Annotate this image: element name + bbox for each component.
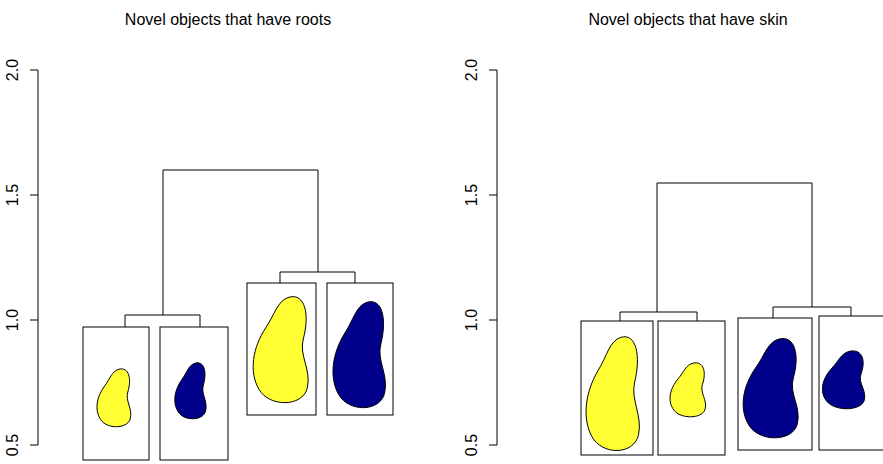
- axis-tick-label: 2.0: [464, 59, 480, 81]
- panel-title: Novel objects that have roots: [125, 12, 331, 28]
- axis-tick-label: 1.5: [464, 184, 480, 206]
- axis-tick-label: 1.5: [5, 184, 21, 206]
- panel-title: Novel objects that have skin: [588, 12, 787, 28]
- leaf-boxes: [83, 283, 883, 460]
- novel-objects: [97, 297, 865, 451]
- axis-tick-label: 0.5: [5, 434, 21, 456]
- axis-tick-label: 2.0: [5, 59, 21, 81]
- axis-tick-label: 1.0: [464, 309, 480, 331]
- dendrogram-links: [125, 170, 851, 327]
- axis-tick-label: 0.5: [464, 434, 480, 456]
- axis-tick-label: 1.0: [5, 309, 21, 331]
